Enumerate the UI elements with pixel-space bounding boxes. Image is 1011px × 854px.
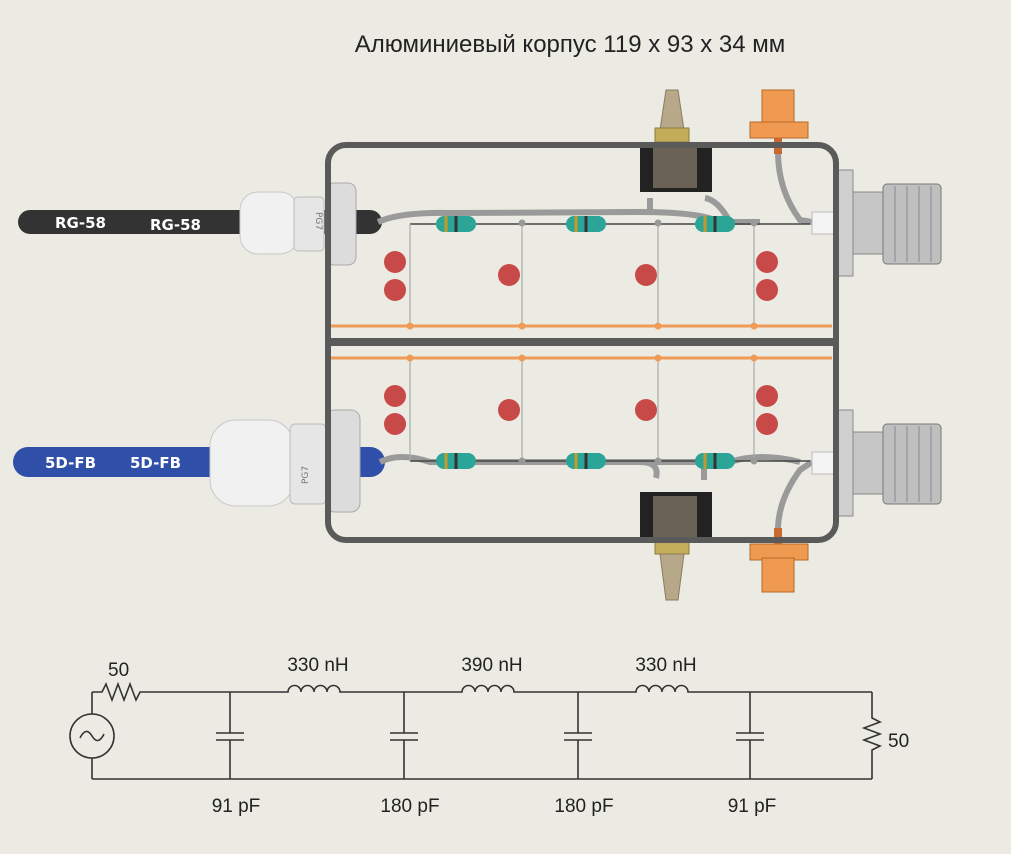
inductor-top-3	[695, 216, 735, 232]
gland-marking-bottom: PG7	[301, 466, 311, 484]
n-connector-top	[811, 169, 942, 277]
load-resistor-icon	[861, 692, 883, 779]
toggle-switch-bottom	[640, 492, 712, 601]
inductor-top-2	[566, 216, 606, 232]
capacitor-c2-label: 180 pF	[380, 796, 439, 817]
load-resistor-label: 50	[888, 731, 909, 752]
schematic-labels: 50 330 nH 390 nH 330 nH 50 91 pF 180 pF …	[108, 655, 909, 817]
inductor-l2-label: 390 nH	[461, 655, 522, 676]
capacitor-c4-label: 91 pF	[728, 796, 777, 817]
capacitors-top	[384, 251, 778, 301]
inductor-bottom-1	[436, 453, 476, 469]
inductor-bottom-2	[566, 453, 606, 469]
inductor-l1-icon	[230, 684, 404, 693]
cable-gland-top: PG7	[239, 182, 357, 266]
inductor-l3-label: 330 nH	[635, 655, 696, 676]
inductor-l3-icon	[578, 684, 872, 693]
cable-label-rg58-left: RG-58	[55, 214, 106, 232]
cable-label-5dfb-right: 5D-FB	[130, 454, 181, 472]
capacitors-bottom	[384, 385, 778, 435]
top-channel: RG-58 RG-58 PG7	[18, 89, 942, 330]
source-resistor-icon	[92, 681, 230, 703]
brass-connector-bottom	[749, 528, 809, 593]
toggle-switch-top	[640, 89, 712, 192]
cable-label-rg58-right: RG-58	[150, 216, 201, 234]
inductor-bottom-3	[695, 453, 735, 469]
capacitor-c3-label: 180 pF	[554, 796, 613, 817]
schematic	[69, 681, 883, 780]
n-connector-bottom	[811, 409, 942, 517]
capacitor-c4-icon	[736, 692, 764, 779]
source-resistor-label: 50	[108, 660, 129, 681]
inductor-l2-icon	[404, 684, 578, 693]
inductor-top-1	[436, 216, 476, 232]
capacitor-c2-icon	[390, 692, 418, 779]
capacitor-c1-icon	[216, 692, 244, 779]
diagram-title: Алюминиевый корпус 119 x 93 x 34 мм	[355, 31, 786, 58]
gland-marking-top: PG7	[313, 212, 323, 230]
capacitor-c3-icon	[564, 692, 592, 779]
bottom-channel: 5D-FB 5D-FB PG7	[13, 354, 942, 601]
capacitor-c1-label: 91 pF	[212, 796, 261, 817]
inductor-l1-label: 330 nH	[287, 655, 348, 676]
cable-label-5dfb-left: 5D-FB	[45, 454, 96, 472]
cable-gland-bottom: PG7	[209, 409, 361, 513]
